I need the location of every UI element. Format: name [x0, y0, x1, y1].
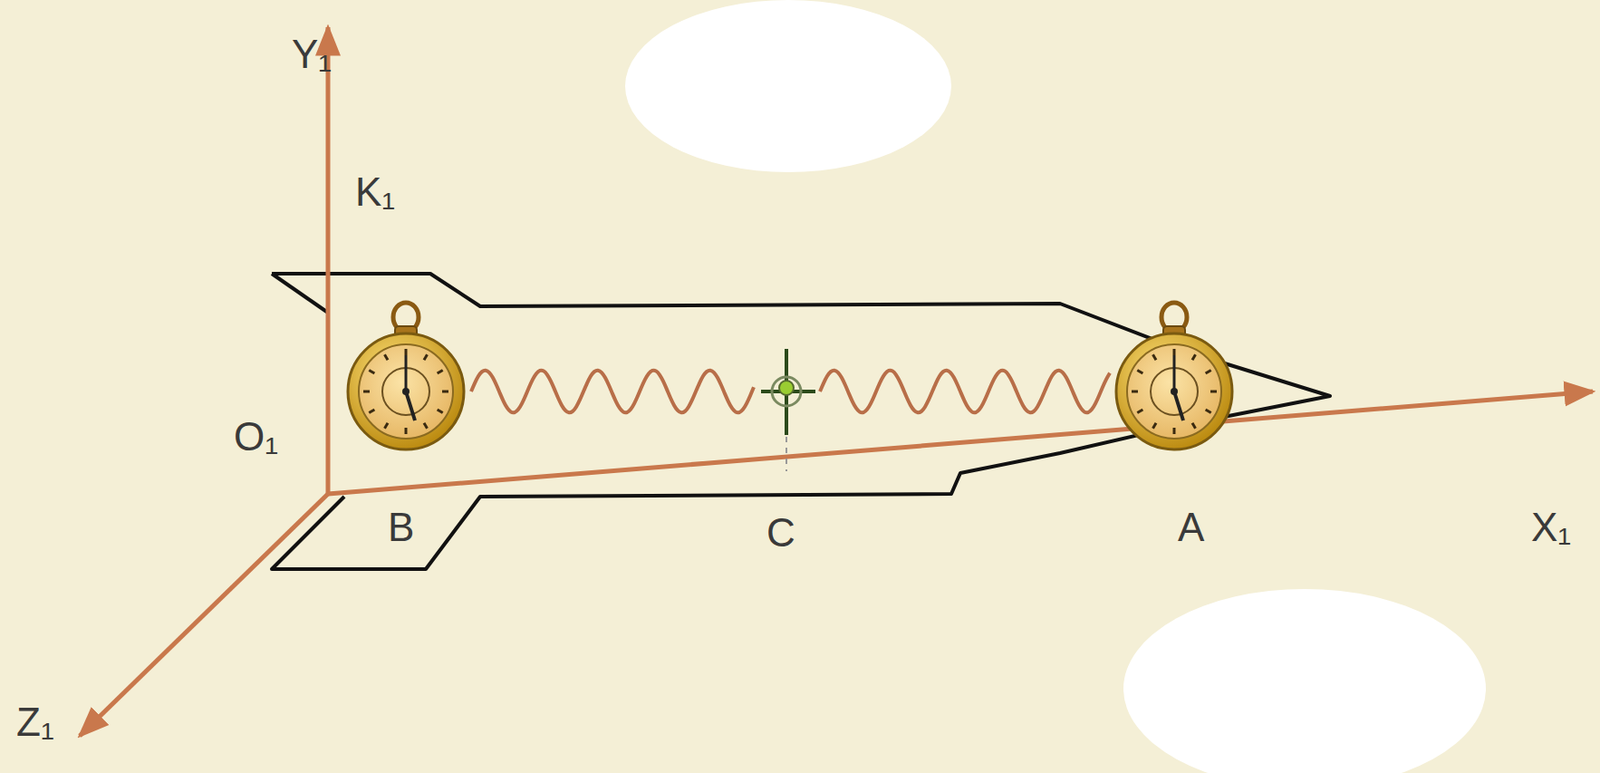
light-patch	[1123, 588, 1486, 773]
axis-label: Y₁	[291, 34, 332, 75]
light-wave	[819, 370, 1110, 414]
point-label: A	[1177, 507, 1205, 548]
light-flash	[761, 348, 816, 435]
origin-label: O₁	[233, 416, 279, 457]
z-axis	[79, 493, 328, 736]
rocket-outline	[271, 273, 1331, 569]
light-patch	[625, 0, 952, 173]
x-axis	[327, 391, 1593, 494]
pocket-clock	[347, 302, 464, 450]
point-label: B	[387, 507, 415, 548]
pocket-clock	[1116, 302, 1233, 450]
axis-label: X₁	[1531, 507, 1572, 548]
axis-label: Z₁	[16, 702, 55, 743]
point-label: C	[766, 512, 796, 553]
frame-label: K₁	[355, 172, 396, 213]
y-axis	[326, 27, 331, 494]
rocket-fin	[271, 273, 328, 313]
light-wave	[471, 370, 1110, 414]
light-wave	[471, 370, 754, 414]
